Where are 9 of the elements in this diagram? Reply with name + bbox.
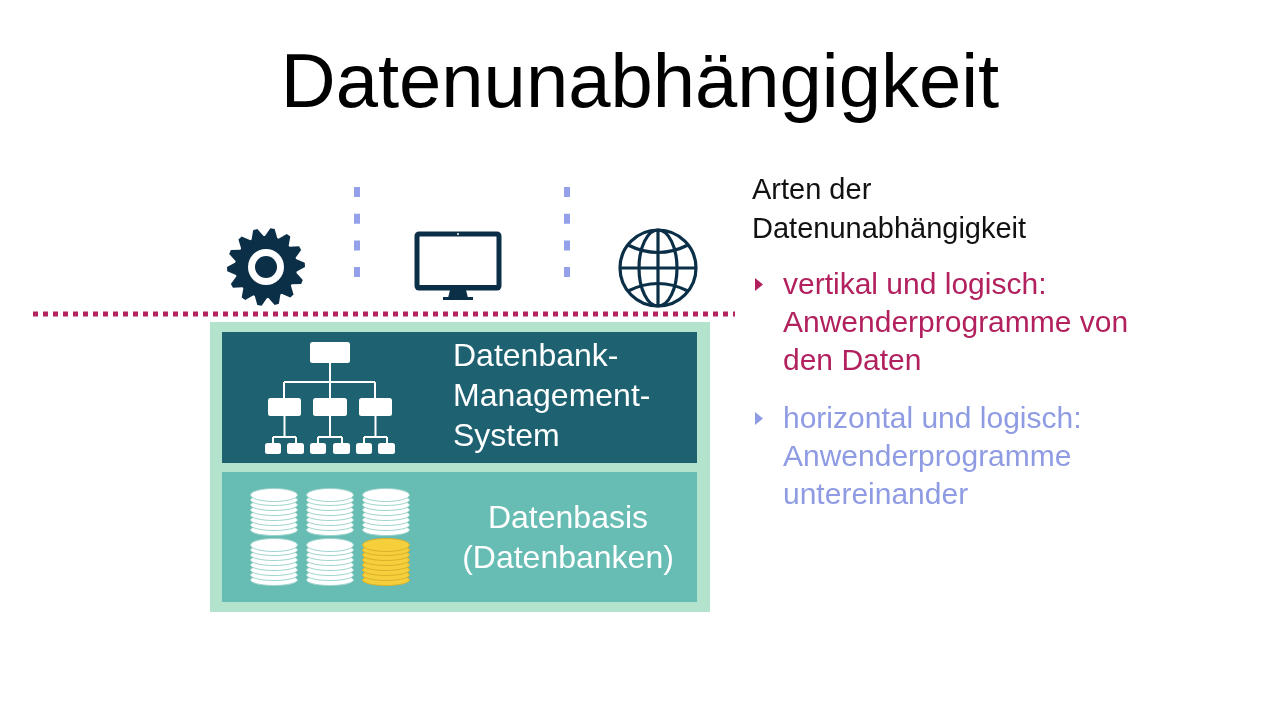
list-heading: Arten der Datenunabhängigkeit [752, 172, 1028, 246]
dbms-layer [222, 332, 697, 463]
bullet-text: horizontal und logisch: Anwenderprogramme untereinander [783, 400, 1083, 512]
layer-label: Datenbasis (Datenbanken) [461, 498, 675, 577]
slide-title: Datenunabhängigkeit [279, 37, 1001, 125]
layer-frame [210, 322, 710, 612]
bullet-text: vertikal und logisch: Anwenderprogramme von den Daten [783, 266, 1130, 378]
layer-label: Datenbank-Management-System [453, 336, 652, 455]
database-layer [222, 472, 697, 602]
